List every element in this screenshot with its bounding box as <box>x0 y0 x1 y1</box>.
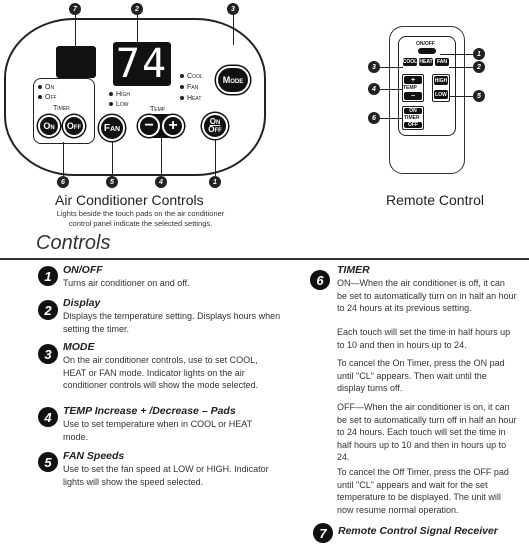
timer-off-light: Off <box>38 93 57 102</box>
item-5-number: 5 <box>38 452 58 472</box>
remote-caption: Remote Control <box>386 192 485 208</box>
fan-high-light: High <box>109 90 130 99</box>
mode-fan-light: Fan <box>180 83 198 92</box>
panel-subcaption-2: control panel indicate the selected sett… <box>68 219 213 228</box>
on-off-button[interactable]: On Off <box>202 113 228 139</box>
item-3-number: 3 <box>38 344 58 364</box>
remote-timer-off-button[interactable]: OFF <box>404 122 422 128</box>
callout-4-bottom: 4 <box>155 176 167 188</box>
item-3-title: MODE <box>63 341 95 353</box>
remote-timer-label: TIMER <box>404 115 420 121</box>
remote-callout-6: 6 <box>368 112 380 124</box>
panel-caption: Air Conditioner Controls <box>55 192 204 208</box>
item-7-number: 7 <box>313 523 333 543</box>
callout-5-bottom: 5 <box>106 176 118 188</box>
timer-on-light: On <box>38 83 54 92</box>
temp-decrease-button[interactable]: − <box>138 115 160 137</box>
item-1-number: 1 <box>38 266 58 286</box>
timer-group <box>33 78 95 144</box>
mode-button[interactable]: Mode <box>216 66 250 94</box>
timer-on-button[interactable]: On <box>38 115 60 137</box>
remote-fan-button[interactable]: FAN <box>435 58 449 66</box>
temp-label: Temp <box>150 106 166 113</box>
on-off-label-off: Off <box>208 125 222 134</box>
on-off-label-on: On <box>209 117 221 126</box>
temp-increase-button[interactable]: + <box>162 115 184 137</box>
callout-2-top: 2 <box>131 3 143 15</box>
item-7-title: Remote Control Signal Receiver <box>338 525 498 537</box>
mode-heat-light: Heat <box>180 94 201 103</box>
remote-temp-down-button[interactable]: − <box>404 92 422 100</box>
remote-temp-up-button[interactable]: + <box>404 76 422 84</box>
item-6-para-4: OFF—When the air conditioner is on, it c… <box>337 402 517 462</box>
remote-fan-pad <box>432 74 450 102</box>
item-6-title: TIMER <box>337 264 370 276</box>
remote-temp-label: TEMP <box>403 85 417 91</box>
remote-cool-button[interactable]: COOL <box>402 58 418 66</box>
panel-subcaption-1: Lights beside the touch pads on the air … <box>56 209 225 218</box>
item-4-title: TEMP Increase + /Decrease – Pads <box>63 405 236 417</box>
remote-callout-3: 3 <box>368 61 380 73</box>
item-3-body: On the air conditioner controls, use to … <box>63 355 259 390</box>
callout-3-top: 3 <box>227 3 239 15</box>
remote-timer-on-button[interactable]: ON <box>404 108 422 114</box>
item-1-title: ON/OFF <box>63 264 103 276</box>
remote-onoff-label: ON/OFF <box>416 41 435 47</box>
item-2-number: 2 <box>38 300 58 320</box>
remote-timer-pad <box>402 106 424 130</box>
remote-temp-pad <box>402 74 424 102</box>
remote-body <box>389 26 465 174</box>
remote-high-button[interactable]: HIGH <box>434 76 448 85</box>
callout-6-bottom: 6 <box>57 176 69 188</box>
item-2-title: Display <box>63 297 101 309</box>
item-6-number: 6 <box>310 270 330 290</box>
mode-cool-light: Cool <box>180 72 203 81</box>
item-4-body: Use to set temperature when in COOL or H… <box>63 419 252 442</box>
remote-callout-4: 4 <box>368 83 380 95</box>
timer-label: Timer <box>53 105 70 112</box>
controls-divider <box>0 258 529 260</box>
item-1-body: Turns air conditioner on and off. <box>63 278 190 288</box>
callout-1-bottom: 1 <box>209 176 221 188</box>
remote-low-button[interactable]: LOW <box>434 90 448 99</box>
controls-heading: Controls <box>36 232 111 254</box>
temperature-display: 74 <box>113 42 171 86</box>
fan-button[interactable]: Fan <box>99 115 125 141</box>
item-6-para-3: To cancel the On Timer, press the ON pad… <box>337 358 505 393</box>
remote-onoff-button[interactable] <box>418 48 436 54</box>
signal-receiver <box>56 46 96 78</box>
fan-low-light: Low <box>109 100 129 109</box>
item-6-para-2: Each touch will set the time in half hou… <box>337 327 511 350</box>
timer-off-button[interactable]: Off <box>63 115 85 137</box>
remote-callout-5: 5 <box>473 90 485 102</box>
item-4-number: 4 <box>38 407 58 427</box>
item-5-title: FAN Speeds <box>63 450 125 462</box>
remote-heat-button[interactable]: HEAT <box>419 58 433 66</box>
remote-button-area <box>398 36 456 136</box>
item-6-para-1: ON—When the air conditioner is off, it c… <box>337 278 517 313</box>
remote-callout-1: 1 <box>473 48 485 60</box>
item-5-body: Use to set the fan speed at LOW or HIGH.… <box>63 464 269 487</box>
item-2-body: Displays the temperature setting. Displa… <box>63 311 281 334</box>
callout-7-top: 7 <box>69 3 81 15</box>
remote-callout-2: 2 <box>473 61 485 73</box>
item-6-para-5: To cancel the Off Timer, press the OFF p… <box>337 467 509 515</box>
